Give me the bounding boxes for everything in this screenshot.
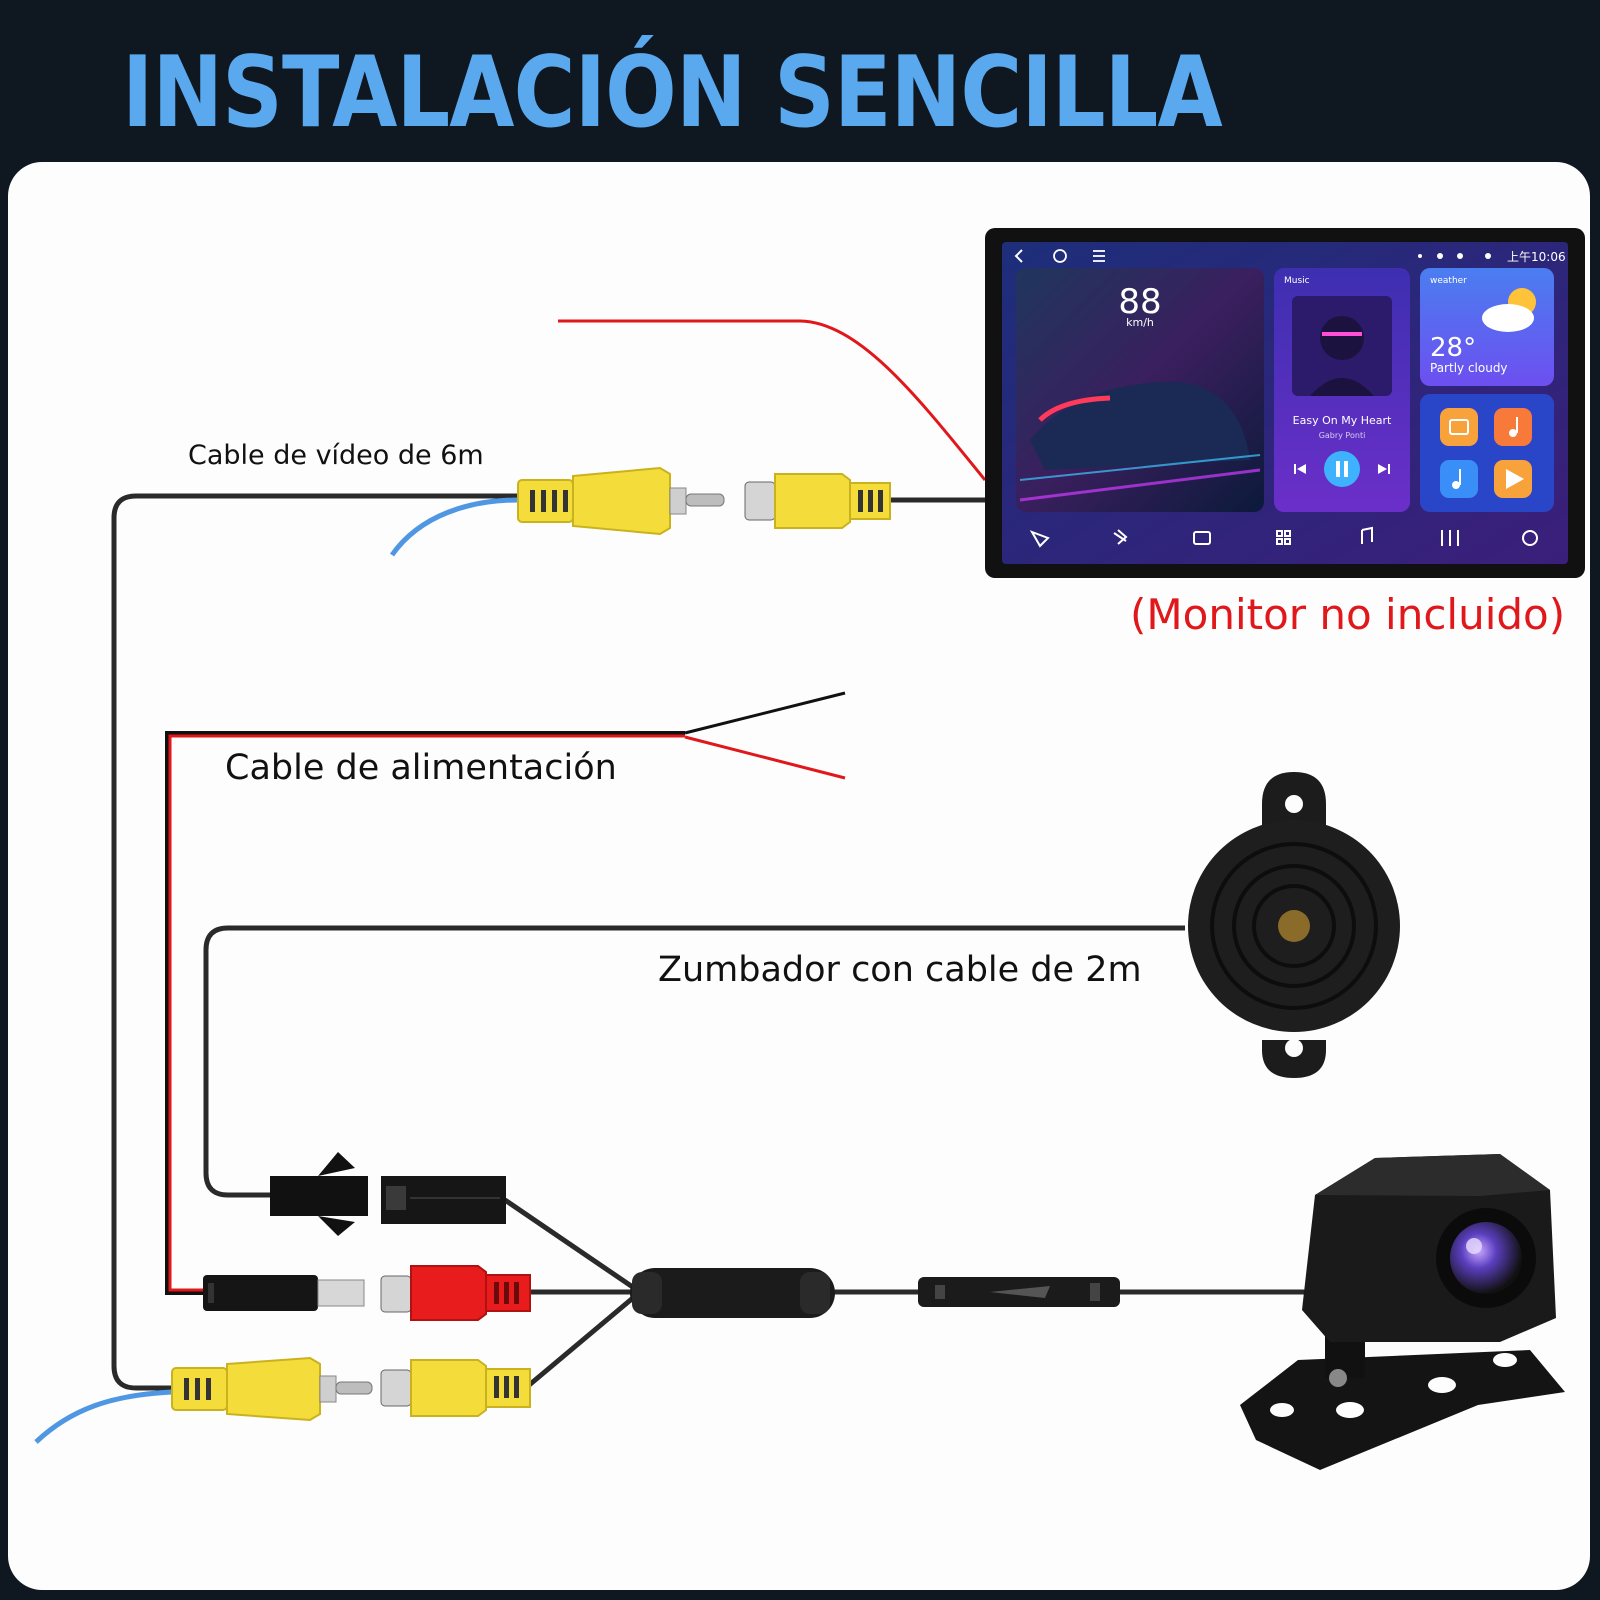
- radio-app-icon[interactable]: [1440, 408, 1478, 446]
- weather-condition: Partly cloudy: [1430, 361, 1508, 375]
- rca-female-yellow-top: [744, 473, 891, 529]
- bluetooth-icon[interactable]: [1113, 529, 1128, 545]
- music-tile-title: Music: [1284, 276, 1310, 286]
- monitor-not-included-note: (Monitor no incluido): [1130, 590, 1566, 639]
- speed-value: 88: [1118, 282, 1161, 322]
- buzzer-cable-wire: [203, 925, 1185, 1198]
- settings-icon[interactable]: [1522, 530, 1538, 546]
- blue-wire-top: [389, 497, 519, 557]
- buzzer-device: [1188, 772, 1400, 1078]
- dc-power-plug: [203, 1275, 365, 1311]
- weather-temperature: 28°: [1430, 333, 1476, 363]
- buzzer-label: Zumbador con cable de 2m: [658, 950, 1142, 990]
- music-dock-icon[interactable]: [1361, 526, 1373, 544]
- song-artist: Gabry Ponti: [1319, 431, 1366, 440]
- rca-male-yellow-bottom: [171, 1356, 373, 1422]
- music-prev-button[interactable]: [1294, 464, 1306, 474]
- rca-female-red: [380, 1265, 531, 1321]
- weather-tile-title: weather: [1430, 276, 1467, 286]
- speed-unit: km/h: [1126, 316, 1154, 329]
- blue-wire-bottom: [34, 1389, 173, 1444]
- video-cable-label: Cable de vídeo de 6m: [188, 440, 484, 471]
- rear-camera: [1240, 1154, 1565, 1470]
- power-cable-wire: [165, 731, 685, 1295]
- music-next-button[interactable]: [1378, 464, 1390, 474]
- inline-connector: [918, 1277, 1120, 1307]
- music-app-icon[interactable]: [1494, 408, 1532, 446]
- music-pause-button[interactable]: [1324, 451, 1360, 487]
- radio-dock-icon[interactable]: [1193, 531, 1211, 545]
- buzzer-connector: [270, 1152, 506, 1236]
- rca-male-yellow-top: [517, 466, 725, 536]
- power-cable-label: Cable de alimentación: [225, 748, 617, 788]
- red-wire-top: [558, 319, 987, 481]
- rca-female-yellow-bottom: [380, 1359, 531, 1417]
- navigation-icon[interactable]: [1029, 530, 1050, 548]
- video-cable-wire: [111, 493, 518, 1391]
- song-title: Easy On My Heart: [1293, 414, 1392, 427]
- status-time: 上午10:06: [1507, 250, 1566, 264]
- page-title: INSTALACIÓN SENCILLA: [122, 36, 1223, 150]
- apps-grid-icon[interactable]: [1276, 530, 1291, 545]
- cable-junction: [630, 1268, 835, 1318]
- car-monitor: 上午10:06 88 km/h Music Easy On My Heart G…: [985, 228, 1585, 578]
- equalizer-icon[interactable]: [1441, 530, 1459, 546]
